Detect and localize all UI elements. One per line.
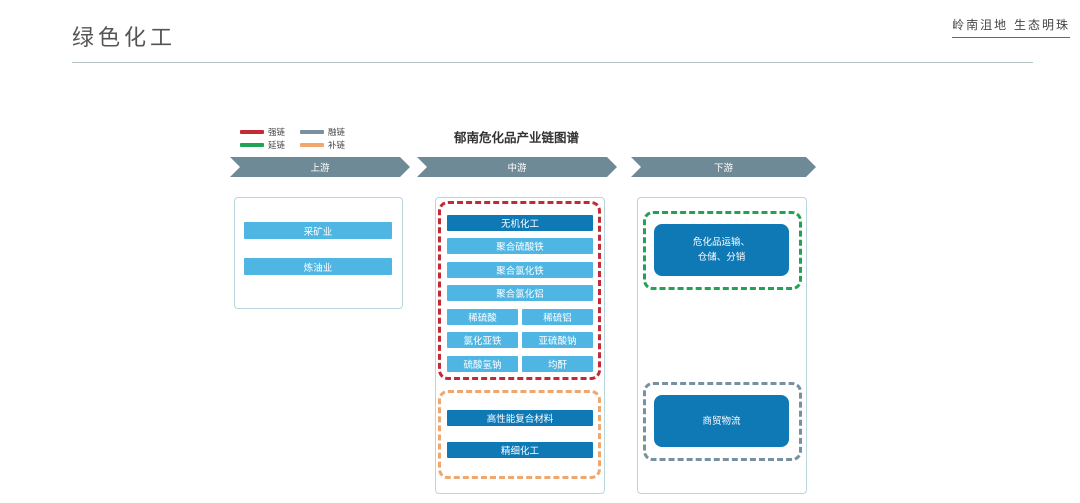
diagram-title: 郁南危化品产业链图谱 — [454, 130, 580, 145]
node-hazmat-logistics-line2: 仓储、分销 — [697, 252, 746, 263]
legend-swatch-merge — [300, 130, 324, 134]
legend-item-supplement: 补链 — [300, 139, 345, 151]
stage-midstream: 中游 — [417, 157, 617, 177]
legend-swatch-extend — [240, 143, 264, 147]
header-divider — [72, 62, 1033, 63]
node-pyromellitic-dianhydride: 均酐 — [522, 356, 593, 372]
upstream-panel: 采矿业 炼油业 — [234, 197, 403, 309]
node-polyferric-sulfate: 聚合硫酸铁 — [447, 238, 593, 254]
node-sodium-sulfite: 亚硫酸钠 — [522, 332, 593, 348]
brand-tagline: 岭南沮地 生态明珠 — [952, 16, 1070, 38]
node-polyferric-chloride: 聚合氯化铁 — [447, 262, 593, 278]
node-ferrous-chloride: 氯化亚铁 — [447, 332, 518, 348]
legend-label-extend: 延链 — [268, 141, 286, 151]
page-title: 绿色化工 — [72, 26, 177, 51]
legend-swatch-supplement — [300, 143, 324, 147]
legend-swatch-strong — [240, 130, 264, 134]
node-mining: 采矿业 — [244, 222, 392, 239]
extend-chain-group — [643, 211, 802, 290]
legend-label-merge: 融链 — [328, 128, 346, 138]
strong-chain-group — [438, 201, 601, 380]
node-refining: 炼油业 — [244, 258, 392, 275]
merge-chain-group — [643, 382, 802, 461]
stage-upstream: 上游 — [230, 157, 410, 177]
legend-label-supplement: 补链 — [328, 141, 346, 151]
node-composite-materials: 高性能复合材料 — [447, 410, 593, 426]
legend-label-strong: 强链 — [268, 128, 286, 138]
legend-item-merge: 融链 — [300, 126, 345, 138]
stage-downstream: 下游 — [631, 157, 816, 177]
legend-item-extend: 延链 — [240, 139, 285, 151]
node-hazmat-logistics-line1: 危化品运输、 — [692, 237, 750, 248]
node-inorganic-chemicals: 无机化工 — [447, 215, 593, 231]
node-trade-logistics: 商贸物流 — [654, 395, 789, 447]
legend-item-strong: 强链 — [240, 126, 285, 138]
node-hazmat-logistics: 危化品运输、 仓储、分销 — [654, 224, 789, 276]
supplement-chain-group — [438, 390, 601, 479]
node-dilute-sulfuric-acid: 稀硫酸 — [447, 309, 518, 325]
node-sodium-bisulfate: 硫酸氢钠 — [447, 356, 518, 372]
node-polyaluminum-chloride: 聚合氯化铝 — [447, 285, 593, 301]
node-fine-chemicals: 精细化工 — [447, 442, 593, 458]
node-dilute-aluminum-sulfate: 稀硫铝 — [522, 309, 593, 325]
